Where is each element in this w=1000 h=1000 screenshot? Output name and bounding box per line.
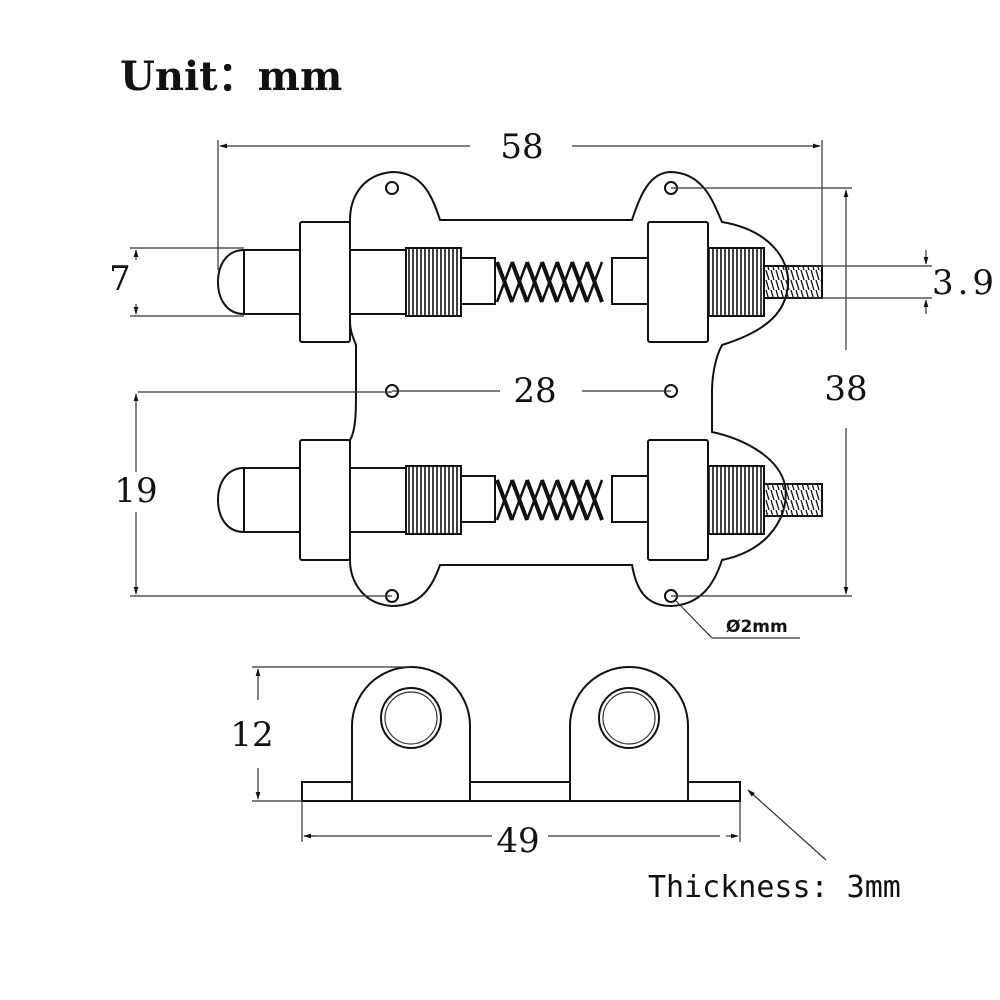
dimension-label-38: 38 [824,369,867,409]
top-view: 58 7 3.9 28 [109,127,994,639]
dimension-base-length: 49 [301,801,741,861]
mounting-plate [349,170,790,608]
thickness-label: Thickness: 3mm [648,870,901,905]
dimension-label-12: 12 [230,715,273,755]
dimension-bracket-height: 12 [230,666,411,802]
left-bracket-hole [380,687,442,749]
dimension-label-58: 58 [500,127,543,167]
dimension-label-3-9: 3.9 [932,263,994,303]
unit-label: Unit：mm [120,53,342,100]
hole-diameter-callout: Ø2mm [675,600,800,639]
upper-plunger-assembly [216,221,823,343]
hole-diameter-label: Ø2mm [726,617,788,637]
dimension-label-49: 49 [496,821,539,861]
dimension-overall-height: 38 [671,187,868,597]
mounting-hole-top-left [385,181,399,195]
dimension-plunger-diameter: 7 [109,247,244,317]
dimension-label-28: 28 [513,371,556,411]
right-bracket-hole [598,687,660,749]
dimension-thread-diameter: 3.9 [800,250,994,314]
dimension-hole-spacing: 28 [392,371,671,411]
dimension-rail-spacing: 19 [114,393,392,597]
dimension-label-7: 7 [109,259,131,299]
side-view: 12 49 Thickness: 3mm [230,666,901,905]
thickness-callout: Thickness: 3mm [648,789,901,905]
dimension-label-19: 19 [114,471,157,511]
lower-plunger-assembly [216,439,823,561]
